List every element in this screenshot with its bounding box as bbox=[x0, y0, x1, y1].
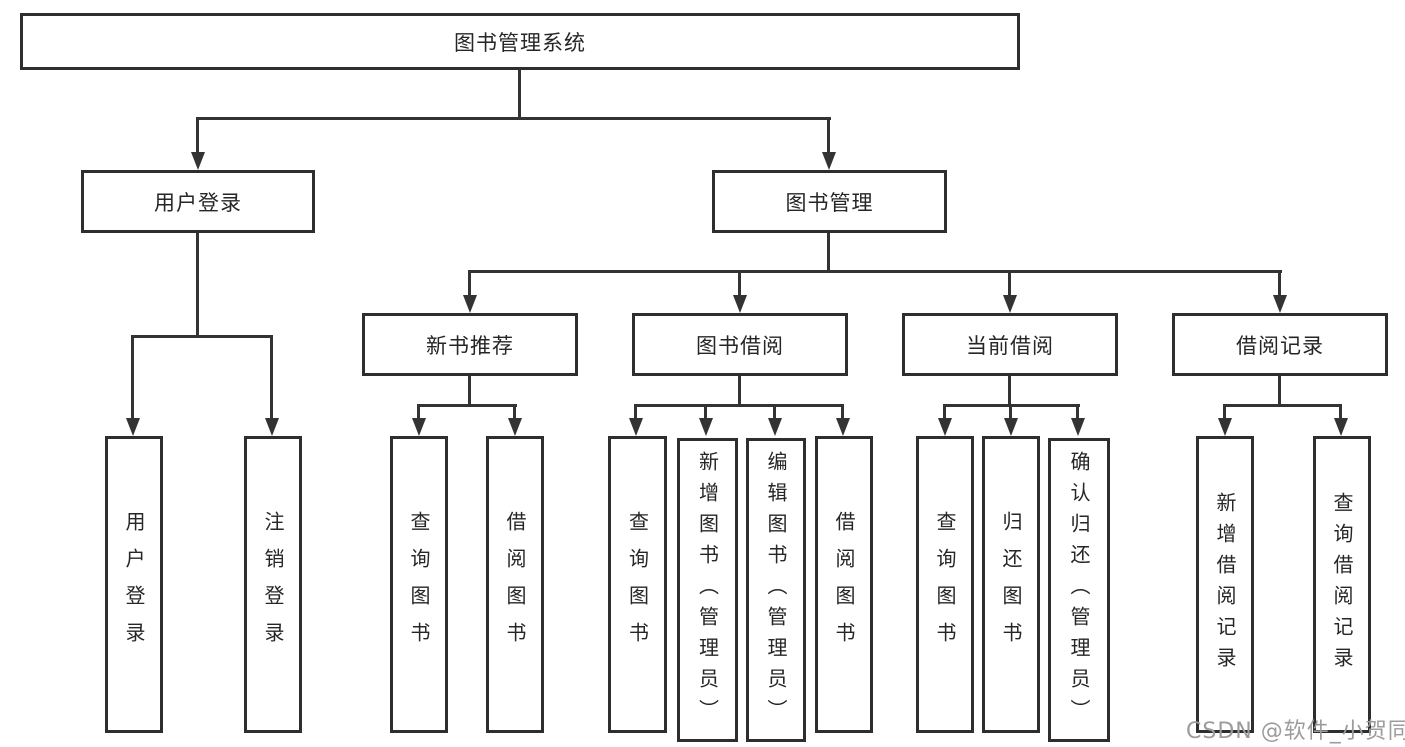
connector-drop bbox=[270, 335, 273, 421]
arrowhead-down bbox=[699, 418, 713, 436]
connector-drop bbox=[841, 404, 844, 420]
leaf-edit-book-admin-label: 编辑图书（管理员） bbox=[764, 450, 788, 730]
arrowhead-down bbox=[265, 418, 279, 436]
connector-drop bbox=[513, 404, 516, 420]
node-root-label: 图书管理系统 bbox=[454, 30, 586, 55]
leaf-borrow-book-2-label: 借阅图书 bbox=[832, 510, 856, 659]
arrowhead-down bbox=[1273, 295, 1287, 313]
leaf-query-book-1-label: 查询图书 bbox=[407, 510, 431, 659]
leaf-add-borrow-record: 新增借阅记录 bbox=[1196, 436, 1254, 733]
connector-drop bbox=[468, 270, 471, 297]
leaf-query-book-2-label: 查询图书 bbox=[625, 510, 650, 659]
arrowhead-down bbox=[768, 418, 782, 436]
connector-drop bbox=[131, 335, 134, 421]
leaf-logout-label: 注销登录 bbox=[261, 510, 285, 659]
leaf-confirm-return-admin: 确认归还（管理员） bbox=[1048, 438, 1110, 742]
arrowhead-down bbox=[508, 418, 522, 436]
leaf-query-borrow-record: 查询借阅记录 bbox=[1313, 436, 1371, 733]
connector-root-stem bbox=[518, 69, 521, 119]
arrowhead-down bbox=[1004, 418, 1018, 436]
node-user-login: 用户登录 bbox=[81, 170, 315, 233]
connector-bar bbox=[417, 404, 517, 407]
connector-stem bbox=[468, 376, 471, 407]
leaf-query-book-3: 查询图书 bbox=[916, 436, 974, 733]
node-current-borrow: 当前借阅 bbox=[902, 313, 1118, 376]
node-root: 图书管理系统 bbox=[20, 13, 1020, 70]
node-book-management: 图书管理 bbox=[712, 170, 947, 233]
connector-stem bbox=[738, 376, 741, 407]
arrowhead-down bbox=[629, 418, 643, 436]
node-user-login-label: 用户登录 bbox=[154, 190, 242, 215]
arrowhead-down bbox=[412, 418, 426, 436]
leaf-user-login-label: 用户登录 bbox=[122, 510, 146, 659]
leaf-return-book-label: 归还图书 bbox=[999, 510, 1023, 659]
leaf-user-login: 用户登录 bbox=[105, 436, 163, 733]
connector-drop bbox=[827, 117, 830, 154]
leaf-query-borrow-record-label: 查询借阅记录 bbox=[1330, 491, 1354, 678]
arrowhead-down bbox=[938, 418, 952, 436]
leaf-logout: 注销登录 bbox=[244, 436, 302, 733]
leaf-query-book-2: 查询图书 bbox=[608, 436, 667, 733]
leaf-return-book: 归还图书 bbox=[982, 436, 1040, 733]
arrowhead-down bbox=[1334, 418, 1348, 436]
connector-drop bbox=[738, 270, 741, 297]
csdn-watermark: CSDN @软件_小贺同学 bbox=[1186, 719, 1405, 744]
node-borrow-record-label: 借阅记录 bbox=[1236, 333, 1324, 358]
connector-drop bbox=[943, 404, 946, 420]
leaf-add-borrow-record-label: 新增借阅记录 bbox=[1213, 491, 1237, 678]
leaf-borrow-book-1: 借阅图书 bbox=[486, 436, 544, 733]
connector-bar bbox=[131, 335, 273, 338]
connector-drop bbox=[1076, 404, 1079, 420]
leaf-borrow-book-2: 借阅图书 bbox=[815, 436, 873, 733]
leaf-query-book-1: 查询图书 bbox=[390, 436, 448, 733]
connector-stem bbox=[827, 233, 830, 273]
connector-drop bbox=[704, 404, 707, 420]
connector-bar bbox=[1223, 404, 1342, 407]
connector-drop bbox=[417, 404, 420, 420]
arrowhead-down bbox=[1003, 295, 1017, 313]
connector-drop bbox=[1339, 404, 1342, 420]
arrowhead-down bbox=[126, 418, 140, 436]
connector-drop bbox=[773, 404, 776, 420]
leaf-add-book-admin: 新增图书（管理员） bbox=[677, 438, 738, 742]
arrowhead-down bbox=[1218, 418, 1232, 436]
node-book-management-label: 图书管理 bbox=[785, 190, 874, 215]
node-new-book-recommend: 新书推荐 bbox=[362, 313, 578, 376]
connector-drop bbox=[1223, 404, 1226, 420]
leaf-borrow-book-1-label: 借阅图书 bbox=[503, 510, 527, 659]
connector-bar bbox=[634, 404, 844, 407]
leaf-query-book-3-label: 查询图书 bbox=[933, 510, 957, 659]
leaf-confirm-return-admin-label: 确认归还（管理员） bbox=[1067, 450, 1091, 730]
leaf-edit-book-admin: 编辑图书（管理员） bbox=[746, 438, 806, 742]
leaf-add-book-admin-label: 新增图书（管理员） bbox=[695, 450, 720, 730]
connector-stem bbox=[1278, 376, 1281, 407]
connector-drop bbox=[634, 404, 637, 420]
connector-drop bbox=[1008, 270, 1011, 297]
node-borrow-record: 借阅记录 bbox=[1172, 313, 1388, 376]
connector-drop bbox=[196, 117, 199, 154]
node-book-borrow-label: 图书借阅 bbox=[696, 333, 784, 358]
arrowhead-down bbox=[836, 418, 850, 436]
connector-bar bbox=[468, 270, 1282, 273]
connector-root-bar bbox=[196, 117, 831, 120]
connector-stem bbox=[196, 233, 199, 338]
connector-drop bbox=[1278, 270, 1281, 297]
arrowhead-down bbox=[733, 295, 747, 313]
connector-drop bbox=[1009, 404, 1012, 420]
connector-stem bbox=[1008, 376, 1011, 407]
arrowhead-down bbox=[191, 152, 205, 170]
node-new-book-recommend-label: 新书推荐 bbox=[426, 333, 514, 358]
arrowhead-down bbox=[1071, 418, 1085, 436]
arrowhead-down bbox=[822, 152, 836, 170]
arrowhead-down bbox=[463, 295, 477, 313]
node-current-borrow-label: 当前借阅 bbox=[966, 333, 1054, 358]
node-book-borrow: 图书借阅 bbox=[632, 313, 848, 376]
